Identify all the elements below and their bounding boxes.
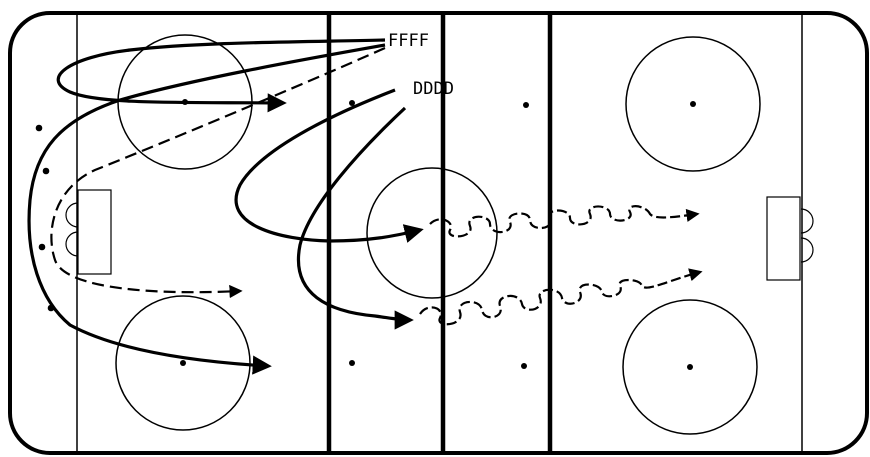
faceoff-dot [523,102,529,108]
faceoff-dot [521,363,527,369]
defense-path-lower [296,106,414,330]
faceoff-circle-center [366,167,498,299]
faceoff-dot [687,364,693,370]
faceoff-dot [349,100,355,106]
forward-path-loop-top [56,38,386,113]
right-goal-crease [800,208,814,263]
player-dot [35,124,43,132]
puck-carry-path-lower [419,268,703,326]
forward-path-swing [27,43,386,375]
player-dot [38,243,46,251]
faceoff-dot [349,360,355,366]
rink-boards [8,11,869,455]
left-goal-crease [65,202,79,257]
player-dot [42,167,50,175]
faceoff-circle-right-bottom [622,299,758,435]
defense-label: DDDD [413,79,454,99]
forwards-label: FFFF [388,31,429,51]
forward-path-pass [50,46,386,299]
puck-carry-path-upper [429,205,700,238]
right-goal-net [766,196,801,281]
defense-path-upper [234,88,424,243]
faceoff-dot [690,101,696,107]
faceoff-dot [180,360,186,366]
faceoff-circle-right-top [625,36,761,172]
faceoff-circle-left-bottom [115,295,251,431]
left-goal-net [77,189,112,275]
